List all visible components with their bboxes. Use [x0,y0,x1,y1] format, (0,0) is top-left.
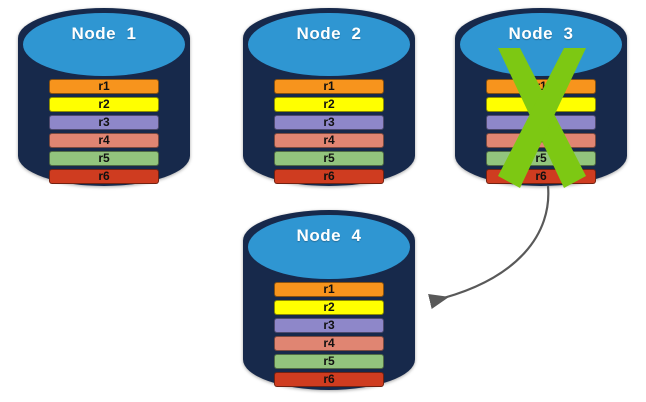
table-row[interactable]: r5 [273,354,385,369]
node-3-row-list: r1 r2 r3 r4 r5 r6 [485,79,597,187]
node-1-cylinder-top [21,10,187,79]
node-4-row-list: r1 r2 r3 r4 r5 r6 [273,282,385,390]
table-row[interactable]: r4 [273,336,385,351]
node-1-row-list: r1 r2 r3 r4 r5 r6 [48,79,160,187]
table-row[interactable]: r6 [48,169,160,185]
node-3-label: Node 3 [508,24,574,44]
table-row[interactable]: r6 [273,372,385,387]
table-row[interactable]: r1 [48,79,160,95]
table-row[interactable]: r1 [273,79,385,95]
table-row[interactable]: r6 [485,169,597,185]
table-row[interactable]: r3 [273,115,385,131]
table-row[interactable]: r4 [485,133,597,149]
node-2-cylinder-top [246,10,412,79]
node-2-label: Node 2 [296,24,362,44]
table-row[interactable]: r6 [273,169,385,185]
node-3[interactable]: Node 3 r1 r2 r3 r4 r5 r6 [455,8,627,186]
table-row[interactable]: r2 [273,300,385,315]
table-row[interactable]: r3 [48,115,160,131]
table-row[interactable]: r1 [273,282,385,297]
table-row[interactable]: r2 [48,97,160,113]
table-row[interactable]: r4 [48,133,160,149]
table-row[interactable]: r1 [485,79,597,95]
table-row[interactable]: r4 [273,133,385,149]
node-1-label: Node 1 [71,24,137,44]
node-4-cylinder-top [246,212,412,282]
node-4[interactable]: Node 4 r1 r2 r3 r4 r5 r6 [243,210,415,390]
node-3-cylinder-top [458,10,624,79]
table-row[interactable]: r3 [273,318,385,333]
table-row[interactable]: r5 [48,151,160,167]
node-2-row-list: r1 r2 r3 r4 r5 r6 [273,79,385,187]
table-row[interactable]: r2 [485,97,597,113]
table-row[interactable]: r2 [273,97,385,113]
node-1[interactable]: Node 1 r1 r2 r3 r4 r5 r6 [18,8,190,186]
node-2[interactable]: Node 2 r1 r2 r3 r4 r5 r6 [243,8,415,186]
table-row[interactable]: r5 [485,151,597,167]
table-row[interactable]: r3 [485,115,597,131]
node-4-label: Node 4 [296,226,362,246]
table-row[interactable]: r5 [273,151,385,167]
